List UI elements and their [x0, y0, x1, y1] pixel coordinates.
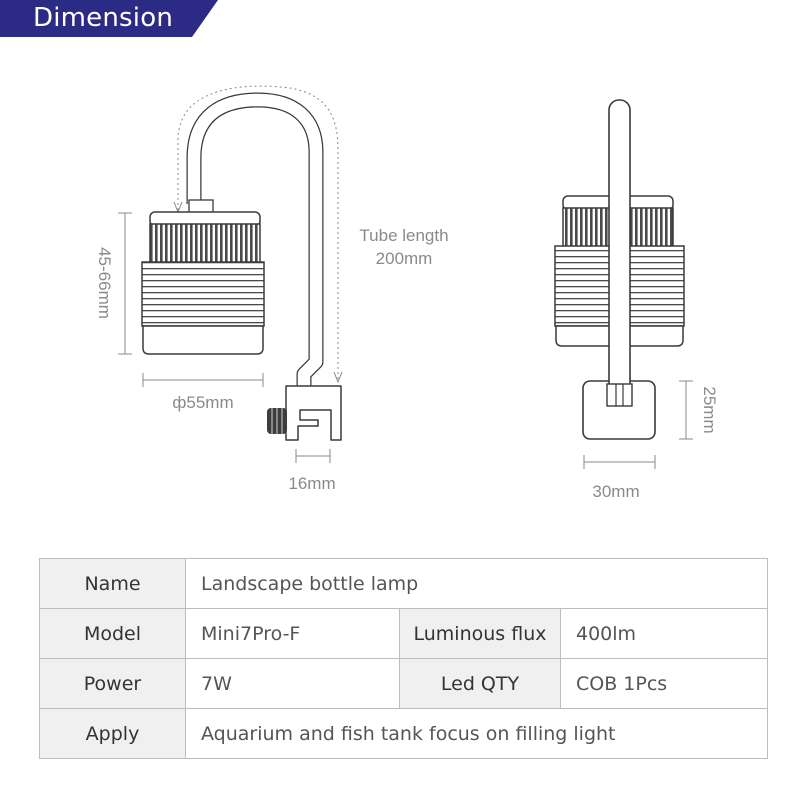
section-title: Dimension [33, 3, 174, 33]
spec-value-model: Mini7Pro-F [185, 608, 400, 659]
tube-length-value: 200mm [376, 249, 433, 268]
spec-key-led-qty: Led QTY [399, 658, 561, 709]
spec-key-name: Name [39, 558, 186, 609]
dimension-lines-left [118, 212, 331, 463]
spec-key-model: Model [39, 608, 186, 659]
lamp-side-view [141, 85, 343, 441]
table-row: Model Mini7Pro-F Luminous flux 400lm [39, 608, 768, 659]
dimension-drawing: Tube length 200mm 45-66mm ф55mm 16mm 25m… [95, 85, 719, 501]
spec-value-power: 7W [185, 658, 400, 709]
spec-key-apply: Apply [39, 708, 186, 759]
section-banner [0, 0, 218, 37]
clamp-width-label: 16mm [288, 474, 335, 493]
spec-value-name: Landscape bottle lamp [185, 558, 768, 609]
dimension-lines-right [583, 380, 693, 469]
table-row: Apply Aquarium and fish tank focus on fi… [39, 708, 768, 759]
spec-value-luminous-flux: 400lm [560, 608, 768, 659]
tube-length-label: Tube length [359, 226, 448, 245]
base-height-label: 25mm [700, 386, 719, 433]
spec-key-luminous-flux: Luminous flux [399, 608, 561, 659]
table-row: Power 7W Led QTY COB 1Pcs [39, 658, 768, 709]
spec-value-apply: Aquarium and fish tank focus on filling … [185, 708, 768, 759]
height-range-label: 45-66mm [95, 247, 114, 319]
spec-table: Name Landscape bottle lamp Model Mini7Pr… [39, 558, 768, 759]
spec-key-power: Power [39, 658, 186, 709]
diameter-label: ф55mm [172, 393, 233, 412]
base-width-label: 30mm [592, 482, 639, 501]
lamp-front-view [554, 99, 685, 440]
table-row: Name Landscape bottle lamp [39, 558, 768, 609]
spec-value-led-qty: COB 1Pcs [560, 658, 768, 709]
